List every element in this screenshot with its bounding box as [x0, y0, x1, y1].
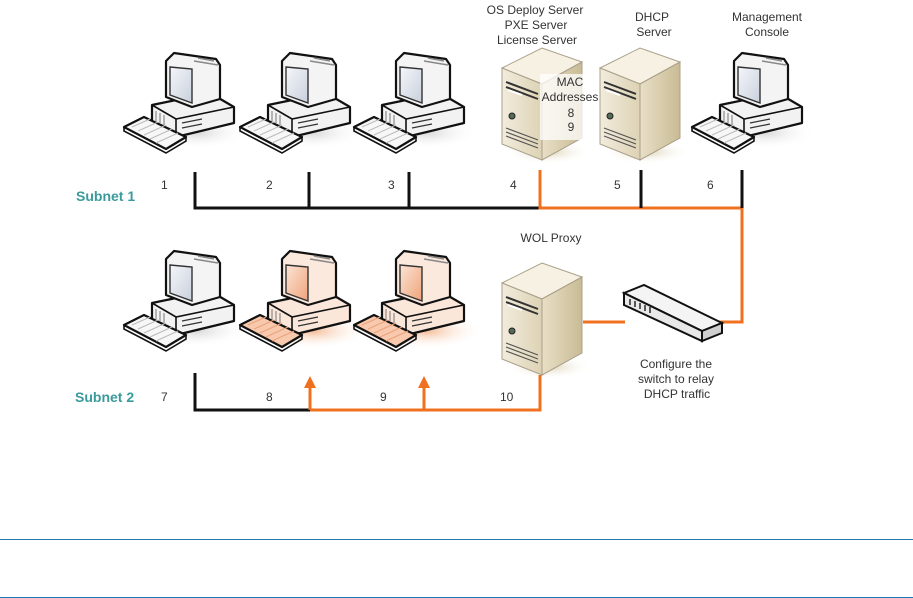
dhcp-label-2: Server — [636, 25, 671, 39]
workstation-9-wake-target-icon — [352, 249, 485, 353]
node-label-4: 4 — [510, 178, 517, 192]
wol-proxy-server-icon — [501, 262, 593, 380]
console-label-2: Console — [745, 25, 789, 39]
dhcp-server-icon — [599, 47, 691, 165]
node-label-2: 2 — [266, 178, 273, 192]
node-label-8: 8 — [266, 390, 273, 404]
node-label-10: 10 — [500, 390, 514, 404]
mac-note-line-1: MAC — [557, 75, 584, 89]
node-label-3: 3 — [388, 178, 395, 192]
mac-note-line-3: 8 — [568, 106, 575, 120]
os-deploy-label-1: OS Deploy Server — [487, 3, 584, 17]
os-deploy-label-2: PXE Server — [505, 18, 568, 32]
workstation-3-icon — [352, 51, 481, 155]
workstation-8-wake-target-icon — [238, 249, 371, 353]
switch-note-line-1: Configure the — [640, 357, 712, 371]
dhcp-label-1: DHCP — [635, 10, 669, 24]
subnet-2-label: Subnet 2 — [75, 389, 134, 405]
node-label-1: 1 — [161, 178, 168, 192]
node-label-7: 7 — [161, 390, 168, 404]
node-label-6: 6 — [707, 178, 714, 192]
workstation-7-icon — [122, 249, 251, 353]
mac-note-line-2: Addresses — [542, 90, 599, 104]
switch-note-line-2: switch to relay — [638, 372, 714, 386]
mac-address-note-box — [540, 74, 598, 140]
switch-note-line-3: DHCP traffic — [644, 387, 710, 401]
os-deploy-label-3: License Server — [497, 33, 577, 47]
node-label-9: 9 — [380, 390, 387, 404]
divider-top — [0, 539, 913, 540]
workstation-1-icon — [122, 51, 251, 155]
workstation-2-icon — [238, 51, 367, 155]
wol-proxy-label: WOL Proxy — [521, 231, 582, 245]
subnet-1-label: Subnet 1 — [76, 188, 135, 204]
node-label-5: 5 — [614, 178, 621, 192]
subnet-2-bus — [193, 320, 625, 412]
console-label-1: Management — [732, 10, 803, 24]
mac-note-line-4: 9 — [568, 120, 575, 134]
network-switch-icon — [623, 284, 723, 342]
management-console-icon — [690, 51, 819, 155]
